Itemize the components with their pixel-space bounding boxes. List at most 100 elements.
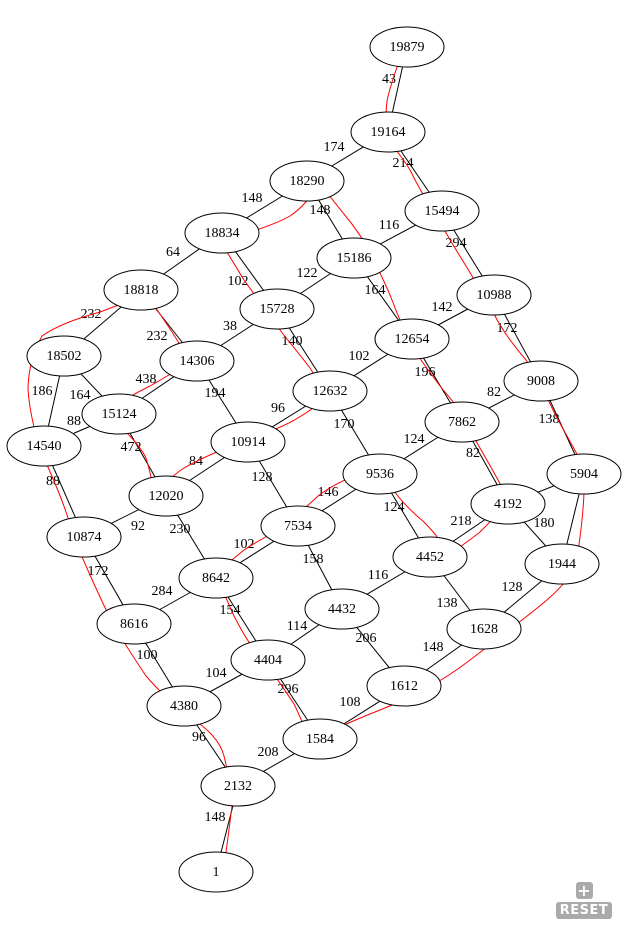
node-ellipse: [369, 26, 445, 68]
graph-node-18502[interactable]: 18502: [26, 335, 102, 377]
edge-weight-label: 116: [368, 568, 388, 583]
node-label: 9536: [366, 467, 394, 482]
node-ellipse: [374, 318, 450, 360]
graph-node-12654[interactable]: 12654: [374, 318, 450, 360]
edge-weight-label: 218: [451, 514, 472, 529]
graph-node-12632[interactable]: 12632: [292, 370, 368, 412]
graph-node-10914[interactable]: 10914: [210, 421, 286, 463]
node-label: 4192: [494, 497, 522, 512]
node-ellipse: [392, 536, 468, 578]
node-label: 8642: [202, 571, 230, 586]
graph-node-1944[interactable]: 1944: [524, 543, 600, 585]
graph-node-15186[interactable]: 15186: [316, 237, 392, 279]
graph-node-19164[interactable]: 19164: [350, 111, 426, 153]
edge-weight-label: 148: [310, 203, 331, 218]
edge-weight-label: 172: [497, 321, 518, 336]
edge-weight-label: 194: [205, 386, 226, 401]
graph-node-1584[interactable]: 1584: [282, 718, 358, 760]
graph-node-10988[interactable]: 10988: [456, 274, 532, 316]
edge-weight-label: 138: [437, 596, 458, 611]
graph-node-1628[interactable]: 1628: [446, 608, 522, 650]
graph-node-8616[interactable]: 8616: [96, 603, 172, 645]
node-ellipse: [6, 425, 82, 467]
graph-node-12020[interactable]: 12020: [128, 475, 204, 517]
node-ellipse: [350, 111, 426, 153]
node-ellipse: [524, 543, 600, 585]
node-ellipse: [200, 765, 276, 807]
plus-icon[interactable]: +: [575, 881, 593, 900]
node-label: 14540: [27, 439, 62, 454]
graph-node-14540[interactable]: 14540: [6, 425, 82, 467]
graph-node-14306[interactable]: 14306: [159, 340, 235, 382]
node-ellipse: [260, 505, 336, 547]
graph-node-8642[interactable]: 8642: [178, 557, 254, 599]
graph-node-15728[interactable]: 15728: [239, 288, 315, 330]
graph-node-15124[interactable]: 15124: [81, 393, 157, 435]
graph-node-1[interactable]: 1: [178, 851, 254, 893]
edge-weight-label: 82: [466, 446, 480, 461]
node-ellipse: [26, 335, 102, 377]
graph-node-9536[interactable]: 9536: [342, 453, 418, 495]
node-ellipse: [366, 665, 442, 707]
node-ellipse: [282, 718, 358, 760]
graph-node-7862[interactable]: 7862: [424, 401, 500, 443]
graph-node-18834[interactable]: 18834: [184, 212, 260, 254]
edge-weight-label: 128: [252, 470, 273, 485]
edge-weight-label: 104: [206, 666, 227, 681]
graph-node-10874[interactable]: 10874: [46, 516, 122, 558]
graph-node-4404[interactable]: 4404: [230, 639, 306, 681]
edge-weight-label: 114: [287, 619, 307, 634]
graph-node-7534[interactable]: 7534: [260, 505, 336, 547]
node-label: 4380: [170, 699, 198, 714]
graph-node-4380[interactable]: 4380: [146, 685, 222, 727]
node-ellipse: [404, 190, 480, 232]
node-ellipse: [446, 608, 522, 650]
zoom-controls: + RESET: [556, 882, 612, 919]
graph-node-9008[interactable]: 9008: [503, 360, 579, 402]
node-ellipse: [159, 340, 235, 382]
edge-weight-label: 186: [32, 384, 53, 399]
node-ellipse: [424, 401, 500, 443]
graph-node-2132[interactable]: 2132: [200, 765, 276, 807]
node-label: 14306: [180, 354, 215, 369]
graph-node-4452[interactable]: 4452: [392, 536, 468, 578]
node-label: 1628: [470, 622, 498, 637]
node-label: 1944: [548, 557, 576, 572]
graph-node-19879[interactable]: 19879: [369, 26, 445, 68]
node-label: 4404: [254, 653, 282, 668]
node-label: 18502: [47, 349, 82, 364]
node-ellipse: [178, 851, 254, 893]
edge-weight-label: 148: [205, 810, 226, 825]
freehand-path-annotation: [27, 47, 585, 873]
graph-node-1612[interactable]: 1612: [366, 665, 442, 707]
node-label: 1584: [306, 732, 334, 747]
node-ellipse: [470, 483, 546, 525]
node-ellipse: [230, 639, 306, 681]
edge-weight-label: 92: [131, 519, 145, 534]
node-label: 15494: [425, 204, 460, 219]
graph-node-18818[interactable]: 18818: [103, 269, 179, 311]
edge-weight-label: 148: [423, 640, 444, 655]
graph-node-18290[interactable]: 18290: [269, 160, 345, 202]
edge-labels-layer: 4317421414814811629464102122164142172232…: [32, 72, 560, 825]
edge-weight-label: 294: [446, 236, 467, 251]
edge-weight-label: 214: [393, 156, 414, 171]
node-label: 12020: [149, 489, 184, 504]
edge-weight-label: 43: [382, 72, 396, 87]
graph-node-5904[interactable]: 5904: [546, 453, 622, 495]
edge-weight-label: 230: [170, 522, 191, 537]
graph-node-15494[interactable]: 15494: [404, 190, 480, 232]
edge-weight-label: 100: [137, 648, 158, 663]
reset-button[interactable]: RESET: [556, 902, 612, 919]
edge-weight-label: 296: [278, 682, 299, 697]
edge-weight-label: 196: [415, 365, 436, 380]
edge-weight-label: 38: [223, 319, 237, 334]
node-label: 15124: [102, 407, 137, 422]
node-ellipse: [342, 453, 418, 495]
edge-weight-label: 164: [70, 388, 91, 403]
node-ellipse: [316, 237, 392, 279]
graph-node-4192[interactable]: 4192: [470, 483, 546, 525]
graph-node-4432[interactable]: 4432: [304, 588, 380, 630]
node-ellipse: [210, 421, 286, 463]
